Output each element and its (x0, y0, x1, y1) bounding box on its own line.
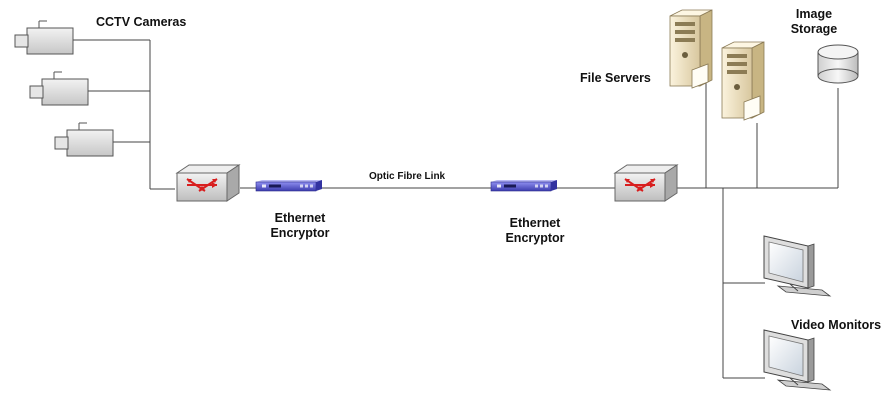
ethernet-encryptor-icon (255, 179, 323, 192)
video-monitor-icon (763, 235, 831, 297)
cctv-cameras-label: CCTV Cameras (96, 15, 187, 29)
cctv-camera-icon (14, 20, 74, 55)
image-storage-line1: Image (795, 7, 833, 21)
video-monitor-icon (763, 329, 831, 391)
encryptor-right-line1: Ethernet (509, 216, 561, 230)
encryptor-right-label: Ethernet Encryptor (493, 216, 577, 246)
video-monitors-label: Video Monitors (791, 318, 882, 332)
file-server-icon (669, 9, 713, 89)
network-switch-icon (176, 164, 240, 202)
optic-fibre-link-label: Optic Fibre Link (369, 171, 446, 182)
cctv-camera-icon (29, 71, 89, 106)
file-servers-label: File Servers (580, 71, 651, 85)
cctv-camera-icon (54, 122, 114, 157)
encryptor-right-line2: Encryptor (505, 231, 565, 245)
file-server-icon (721, 41, 765, 121)
connection-lines (73, 39, 839, 379)
encryptor-left-line1: Ethernet (274, 211, 326, 225)
encryptor-left-label: Ethernet Encryptor (258, 211, 342, 241)
network-switch-icon (614, 164, 678, 202)
ethernet-encryptor-icon (490, 179, 558, 192)
storage-cylinder-icon (817, 44, 859, 84)
encryptor-left-line2: Encryptor (270, 226, 330, 240)
image-storage-line2: Storage (790, 22, 838, 36)
image-storage-label: Image Storage (779, 7, 849, 37)
